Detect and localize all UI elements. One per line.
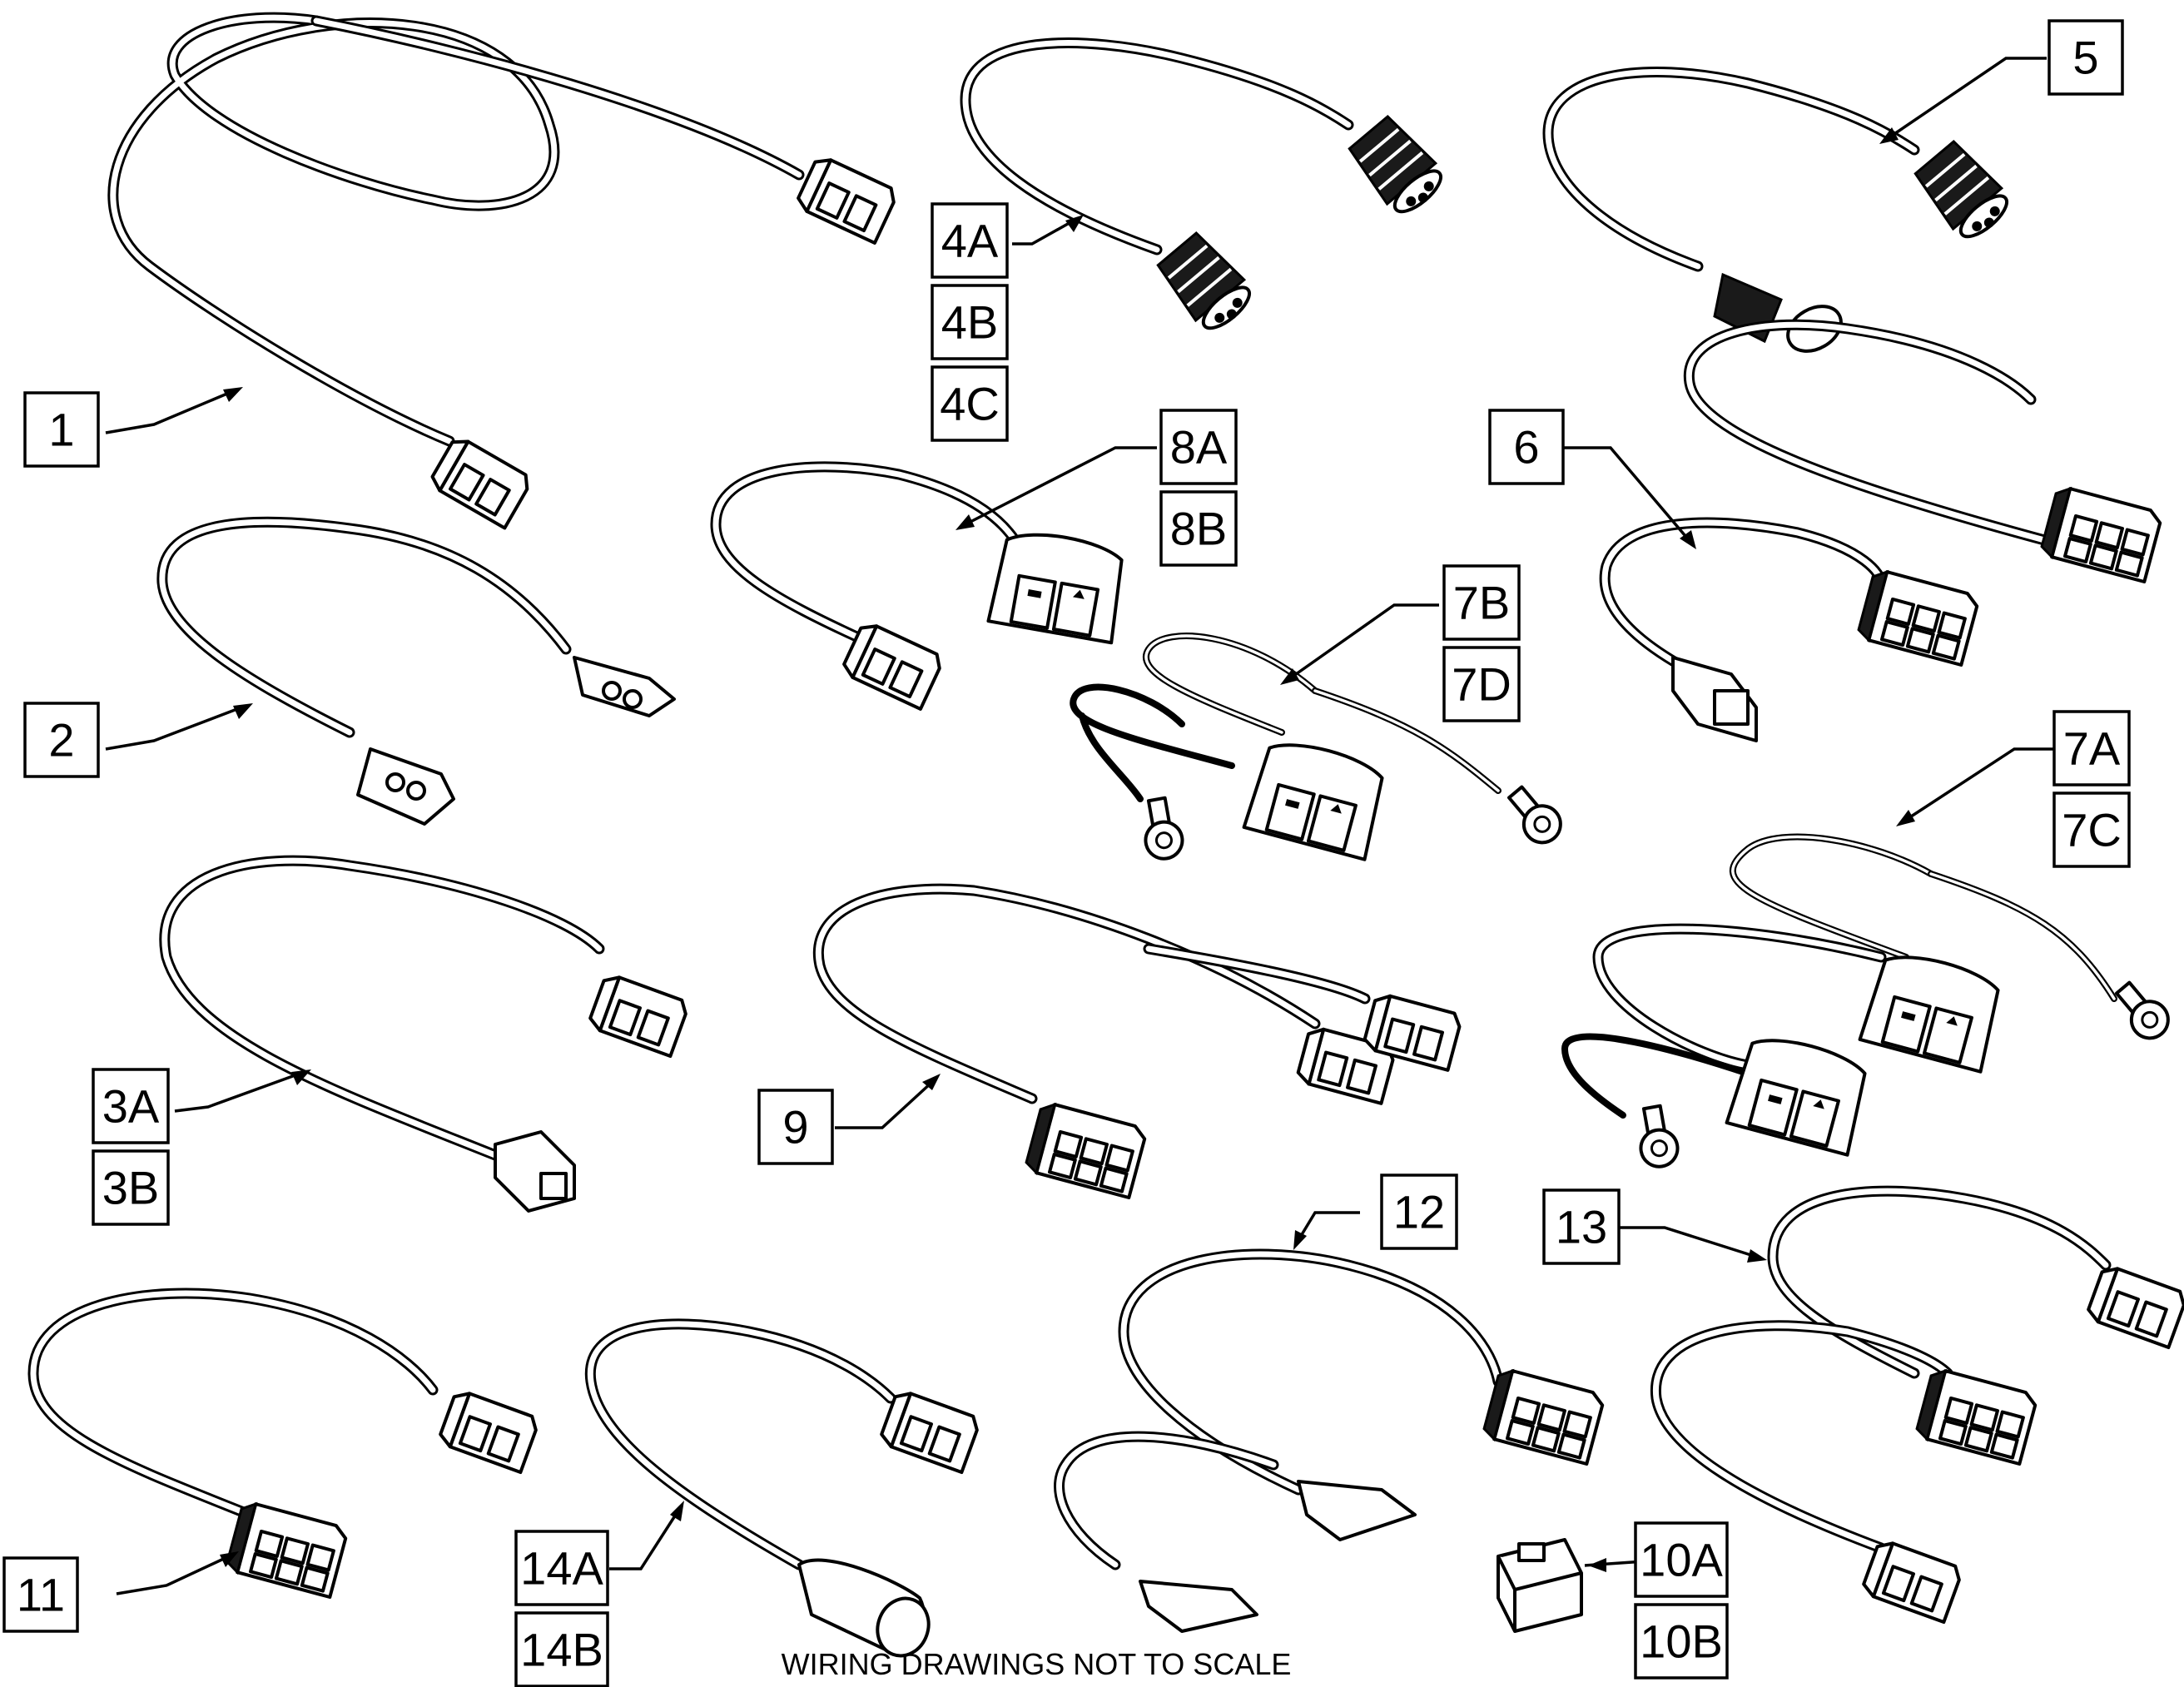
- label-10b: 10B: [1634, 1603, 1729, 1680]
- svg-text:4C: 4C: [940, 378, 1000, 430]
- cable-7b: [1070, 633, 1570, 864]
- label-11: 11: [2, 1556, 79, 1633]
- svg-text:8B: 8B: [1170, 503, 1228, 555]
- label-6: 6: [1488, 409, 1565, 485]
- label-7a: 7A: [2052, 710, 2131, 786]
- cable-3: [159, 855, 692, 1213]
- label-13: 13: [1542, 1188, 1621, 1265]
- label-7c: 7C: [2052, 791, 2131, 868]
- label-8a: 8A: [1159, 409, 1238, 485]
- cable-8: [710, 461, 1130, 711]
- cable-13: [1650, 1185, 2184, 1625]
- svg-text:14A: 14A: [520, 1542, 603, 1595]
- cable-7a: [1561, 833, 2177, 1172]
- svg-text:9: 9: [782, 1101, 808, 1154]
- svg-text:7B: 7B: [1453, 577, 1511, 629]
- svg-text:8A: 8A: [1170, 421, 1228, 474]
- label-9: 9: [757, 1089, 834, 1165]
- label-14b: 14B: [514, 1611, 609, 1687]
- label-7b: 7B: [1442, 564, 1521, 641]
- label-4b: 4B: [931, 284, 1009, 360]
- cable-14: [584, 1318, 983, 1658]
- label-7d: 7D: [1442, 646, 1521, 722]
- cable-1: [107, 12, 901, 530]
- cable-12: [1054, 1248, 1607, 1633]
- label-4c: 4C: [931, 365, 1009, 442]
- label-10a: 10A: [1634, 1521, 1729, 1598]
- svg-text:3A: 3A: [102, 1080, 160, 1133]
- svg-text:6: 6: [1513, 421, 1539, 474]
- svg-text:11: 11: [17, 1569, 65, 1621]
- cable-6: [1599, 319, 2165, 742]
- svg-text:5: 5: [2072, 32, 2098, 84]
- svg-text:2: 2: [48, 714, 74, 767]
- svg-text:7D: 7D: [1452, 658, 1511, 711]
- cable-4: [960, 37, 1452, 340]
- svg-text:12: 12: [1393, 1186, 1445, 1238]
- svg-text:4B: 4B: [941, 296, 999, 349]
- leader-lines: [105, 57, 2054, 1595]
- cable-11: [27, 1288, 542, 1599]
- label-1: 1: [23, 391, 100, 468]
- svg-text:7C: 7C: [2062, 804, 2122, 856]
- part-10: [1497, 1538, 1583, 1633]
- label-3a: 3A: [92, 1068, 170, 1144]
- cable-5: [1542, 67, 2018, 353]
- svg-text:4A: 4A: [941, 215, 999, 267]
- svg-text:13: 13: [1556, 1201, 1607, 1253]
- label-5: 5: [2048, 19, 2124, 96]
- svg-text:10A: 10A: [1640, 1534, 1723, 1586]
- label-2: 2: [23, 702, 100, 778]
- svg-text:10B: 10B: [1640, 1615, 1723, 1668]
- not-to-scale-note: WIRING DRAWINGS NOT TO SCALE: [782, 1647, 1292, 1681]
- cable-9: [812, 883, 1465, 1199]
- label-14a: 14A: [514, 1530, 609, 1606]
- label-12: 12: [1380, 1173, 1458, 1250]
- svg-text:1: 1: [48, 404, 74, 456]
- svg-text:3B: 3B: [102, 1162, 160, 1214]
- svg-text:14B: 14B: [520, 1624, 603, 1676]
- label-3b: 3B: [92, 1149, 170, 1226]
- svg-text:7A: 7A: [2063, 722, 2121, 775]
- label-4a: 4A: [931, 202, 1009, 279]
- label-8b: 8B: [1159, 490, 1238, 567]
- cable-2: [156, 516, 676, 826]
